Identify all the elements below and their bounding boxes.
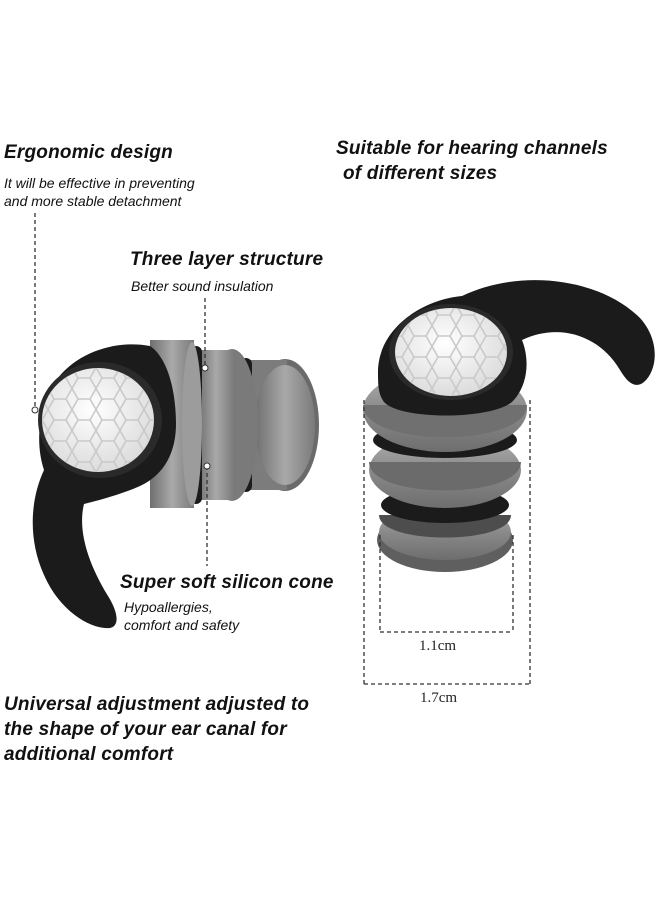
- three-layer-desc: Better sound insulation: [131, 278, 274, 294]
- left-earplug: [32, 340, 319, 629]
- callout-lines: [34, 213, 531, 685]
- universal-line3: additional comfort: [4, 744, 174, 765]
- silicon-title: Super soft silicon cone: [120, 572, 334, 593]
- universal-line1: Universal adjustment adjusted to: [4, 694, 310, 715]
- ergonomic-desc-line1: It will be effective in preventing: [4, 175, 195, 191]
- callout-dot: [31, 406, 39, 414]
- universal-line2: the shape of your ear canal for: [4, 719, 287, 740]
- suitable-line2: of different sizes: [343, 163, 498, 184]
- inner-diameter-label: 1.1cm: [419, 638, 457, 654]
- suitable-line1: Suitable for hearing channels: [336, 138, 608, 159]
- ergonomic-title: Ergonomic design: [4, 142, 173, 163]
- three-layer-title: Three layer structure: [130, 249, 324, 270]
- silicon-desc-line1: Hypoallergies,: [124, 599, 213, 615]
- silicon-desc-line2: comfort and safety: [124, 617, 240, 633]
- right-earplug: [363, 280, 655, 572]
- ergonomic-desc-line2: and more stable detachment: [4, 193, 182, 209]
- callout-dot: [201, 364, 209, 372]
- callout-dot: [203, 462, 211, 470]
- outer-diameter-label: 1.7cm: [420, 690, 458, 706]
